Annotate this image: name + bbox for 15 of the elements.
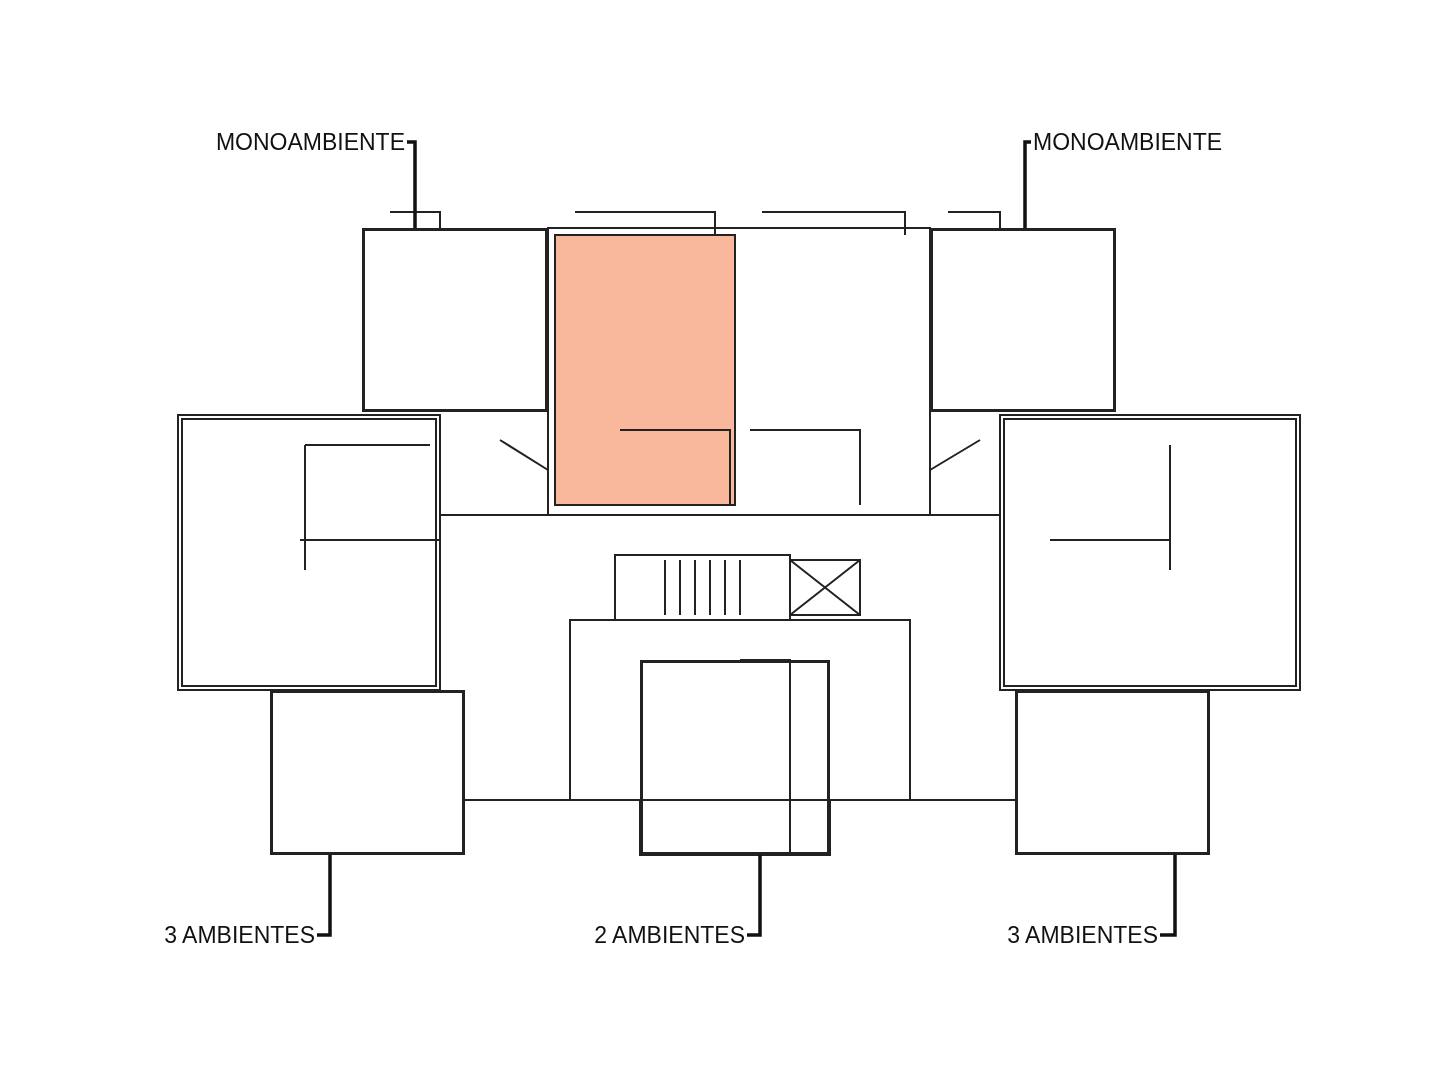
leader-line	[1023, 140, 1031, 228]
apartment-unit	[362, 228, 548, 412]
unit-type-label: 3 AMBIENTES	[1007, 922, 1158, 948]
apartment-unit	[930, 228, 1116, 412]
unit-type-label: MONOAMBIENTE	[215, 129, 405, 155]
unit-type-label: MONOAMBIENTE	[1033, 129, 1223, 155]
apartment-unit	[640, 660, 830, 855]
apartment-unit	[1015, 690, 1210, 855]
unit-type-label: 2 AMBIENTES	[594, 922, 745, 948]
leader-line	[407, 140, 417, 228]
leader-line	[317, 855, 332, 937]
unit-type-label: 3 AMBIENTES	[164, 922, 315, 948]
leader-line	[747, 855, 762, 937]
leader-line	[1160, 855, 1177, 937]
apartment-unit	[270, 690, 465, 855]
